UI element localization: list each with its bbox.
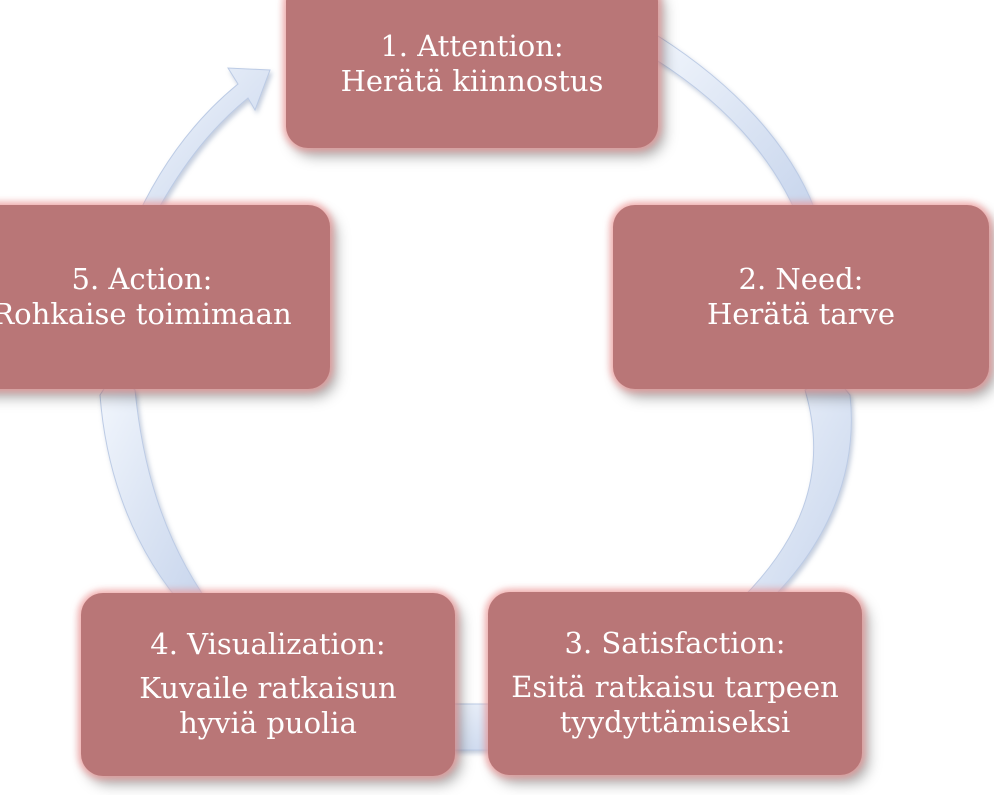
node-text: Herätä tarve [706,297,896,331]
node-text: tyydyttämiseksi [559,705,791,740]
node-title: 2. Need: [738,261,864,296]
node-action: 5. Action: Rohkaise toimimaan [0,205,330,389]
node-title: 4. Visualization: [150,627,386,662]
node-need: 2. Need: Herätä tarve [613,205,989,389]
node-satisfaction: 3. Satisfaction: Esitä ratkaisu tarpeen … [488,592,862,775]
arrow-action-to-attention [137,67,271,216]
node-title: 1. Attention: [380,28,564,63]
arrow-visualization-to-action [99,371,212,606]
node-title: 3. Satisfaction: [564,626,786,661]
arrow-need-to-satisfaction [728,372,852,611]
node-attention: 1. Attention: Herätä kiinnostus [286,0,658,148]
node-visualization: 4. Visualization: Kuvaile ratkaisun hyvi… [81,593,455,776]
node-text: Kuvaile ratkaisun [139,670,397,705]
node-title: 5. Action: [71,261,213,296]
node-text: Esitä ratkaisu tarpeen [511,669,839,704]
node-text: Rohkaise toimimaan [0,297,292,331]
node-text: Herätä kiinnostus [340,64,604,98]
node-text: hyviä puolia [179,706,357,741]
arrow-attention-to-need [639,35,816,223]
